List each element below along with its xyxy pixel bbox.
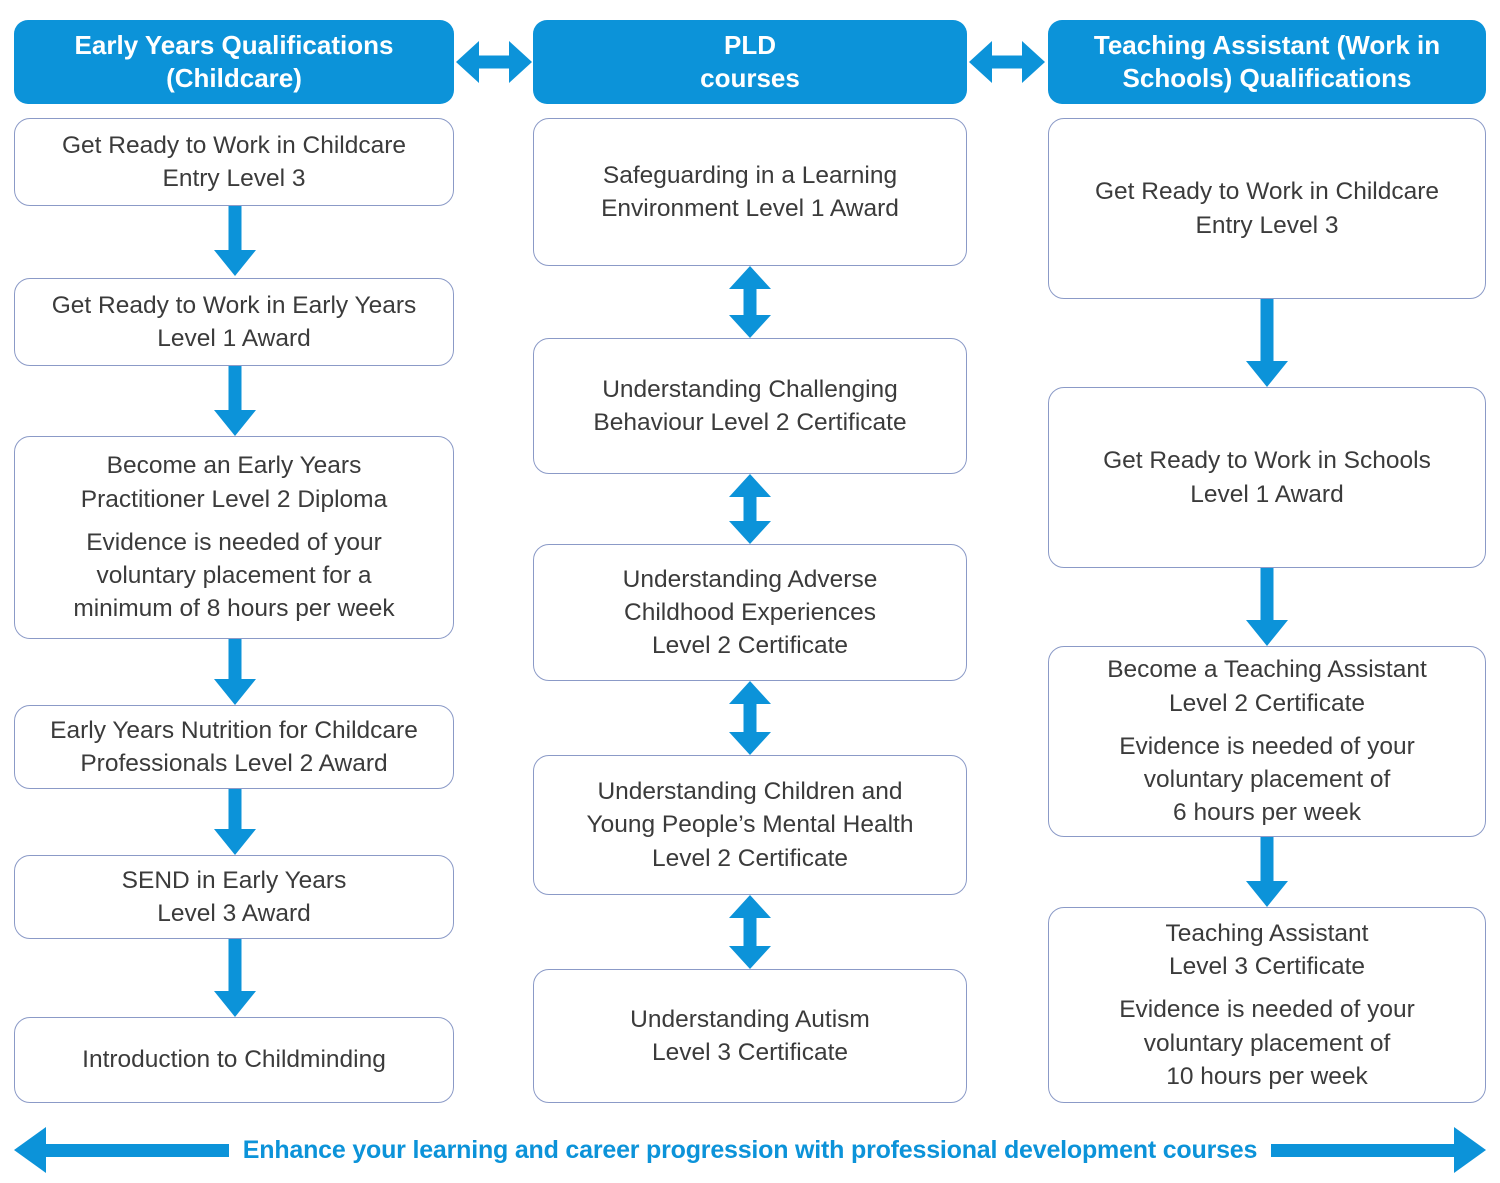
- course-box-early-years-4[interactable]: Early Years Nutrition for Childcare Prof…: [14, 705, 454, 789]
- course-box-pld-5[interactable]: Understanding Autism Level 3 Certificate: [533, 969, 967, 1103]
- course-title: Teaching Assistant Level 3 Certificate: [1165, 919, 1369, 981]
- arrow-head-left-icon: [969, 41, 992, 83]
- arrow-double-pld-3: [729, 681, 771, 755]
- course-note: Evidence is needed of your voluntary pla…: [1119, 732, 1415, 827]
- arrow-shaft: [478, 55, 510, 69]
- course-title: Understanding Children and Young People’…: [586, 778, 914, 872]
- column-header-teaching-assistant: Teaching Assistant (Work in Schools) Qua…: [1048, 20, 1486, 104]
- arrow-shaft: [991, 55, 1023, 69]
- arrow-head-up-icon: [729, 895, 771, 918]
- course-box-pld-4[interactable]: Understanding Children and Young People’…: [533, 755, 967, 895]
- arrow-left-icon: [14, 1127, 46, 1173]
- arrow-head-down-icon: [729, 521, 771, 544]
- course-title: Get Ready to Work in Early Years Level 1…: [51, 291, 417, 352]
- arrow-down-teaching-assistant-3: [1246, 837, 1288, 907]
- bottom-banner: Enhance your learning and career progres…: [14, 1124, 1486, 1176]
- course-title: Safeguarding in a Learning Environment L…: [601, 161, 899, 222]
- course-title: Understanding Adverse Childhood Experien…: [622, 565, 878, 660]
- course-title: SEND in Early Years Level 3 Award: [121, 866, 347, 927]
- arrow-head-down-icon: [729, 946, 771, 969]
- course-title: Get Ready to Work in Childcare Entry Lev…: [1094, 178, 1440, 239]
- arrow-double-pld-4: [729, 895, 771, 969]
- course-box-pld-1[interactable]: Safeguarding in a Learning Environment L…: [533, 118, 967, 266]
- course-box-teaching-assistant-1[interactable]: Get Ready to Work in Childcare Entry Lev…: [1048, 118, 1486, 299]
- arrow-right-icon: [1454, 1127, 1486, 1173]
- arrow-shaft: [228, 789, 242, 831]
- arrow-double-pld-1: [729, 266, 771, 338]
- arrow-head-down-icon: [1246, 881, 1288, 907]
- arrow-shaft: [1260, 837, 1274, 883]
- arrow-shaft: [228, 939, 242, 993]
- course-note: Evidence is needed of your voluntary pla…: [73, 528, 395, 623]
- arrow-shaft: [743, 496, 757, 522]
- arrow-head-up-icon: [729, 266, 771, 289]
- arrow-shaft: [1260, 568, 1274, 622]
- course-title: Early Years Nutrition for Childcare Prof…: [50, 716, 418, 777]
- course-note: Evidence is needed of your voluntary pla…: [1119, 996, 1415, 1090]
- column-header-early-years: Early Years Qualifications (Childcare): [14, 20, 454, 104]
- course-title: Introduction to Childminding: [82, 1046, 386, 1074]
- course-box-early-years-2[interactable]: Get Ready to Work in Early Years Level 1…: [14, 278, 454, 366]
- arrow-head-up-icon: [729, 474, 771, 497]
- arrow-head-down-icon: [214, 679, 256, 705]
- course-title: Get Ready to Work in Childcare Entry Lev…: [61, 131, 407, 192]
- banner-bar-right: [1271, 1143, 1454, 1157]
- arrow-shaft: [743, 703, 757, 733]
- course-title: Get Ready to Work in Schools Level 1 Awa…: [1103, 447, 1431, 508]
- arrow-head-left-icon: [456, 41, 479, 83]
- arrow-down-teaching-assistant-2: [1246, 568, 1288, 646]
- arrow-shaft: [228, 639, 242, 681]
- arrow-head-down-icon: [729, 732, 771, 755]
- arrow-head-down-icon: [1246, 361, 1288, 387]
- course-title: Understanding Autism Level 3 Certificate: [630, 1005, 870, 1066]
- course-title: Become an Early Years Practitioner Level…: [80, 452, 388, 513]
- arrow-shaft: [743, 288, 757, 316]
- arrow-down-early-years-2: [214, 366, 256, 436]
- column-header-pld-courses: PLD courses: [533, 20, 967, 104]
- arrow-head-down-icon: [1246, 620, 1288, 646]
- course-box-pld-3[interactable]: Understanding Adverse Childhood Experien…: [533, 544, 967, 681]
- arrow-shaft: [743, 917, 757, 947]
- arrow-down-early-years-1: [214, 206, 256, 276]
- arrow-double-pld-2: [729, 474, 771, 544]
- arrow-down-early-years-4: [214, 789, 256, 855]
- course-box-early-years-1[interactable]: Get Ready to Work in Childcare Entry Lev…: [14, 118, 454, 206]
- connector-middle-right: [969, 41, 1045, 83]
- arrow-head-down-icon: [214, 991, 256, 1017]
- arrow-head-down-icon: [214, 829, 256, 855]
- course-box-teaching-assistant-2[interactable]: Get Ready to Work in Schools Level 1 Awa…: [1048, 387, 1486, 568]
- arrow-shaft: [228, 206, 242, 252]
- course-box-pld-2[interactable]: Understanding Challenging Behaviour Leve…: [533, 338, 967, 474]
- arrow-shaft: [228, 366, 242, 412]
- course-box-teaching-assistant-4[interactable]: Teaching Assistant Level 3 Certificate E…: [1048, 907, 1486, 1103]
- arrow-down-teaching-assistant-1: [1246, 299, 1288, 387]
- course-box-early-years-3[interactable]: Become an Early Years Practitioner Level…: [14, 436, 454, 639]
- course-box-teaching-assistant-3[interactable]: Become a Teaching Assistant Level 2 Cert…: [1048, 646, 1486, 837]
- arrow-head-right-icon: [509, 41, 532, 83]
- arrow-head-right-icon: [1022, 41, 1045, 83]
- course-box-early-years-5[interactable]: SEND in Early Years Level 3 Award: [14, 855, 454, 939]
- arrow-shaft: [1260, 299, 1274, 363]
- bottom-banner-text: Enhance your learning and career progres…: [242, 1135, 1258, 1164]
- course-title: Understanding Challenging Behaviour Leve…: [593, 375, 907, 436]
- arrow-down-early-years-5: [214, 939, 256, 1017]
- banner-bar-left: [46, 1143, 229, 1157]
- course-title: Become a Teaching Assistant Level 2 Cert…: [1107, 656, 1427, 717]
- course-box-early-years-6[interactable]: Introduction to Childminding: [14, 1017, 454, 1103]
- arrow-down-early-years-3: [214, 639, 256, 705]
- arrow-head-up-icon: [729, 681, 771, 704]
- connector-left-middle: [456, 41, 532, 83]
- arrow-head-down-icon: [214, 250, 256, 276]
- arrow-head-down-icon: [729, 315, 771, 338]
- arrow-head-down-icon: [214, 410, 256, 436]
